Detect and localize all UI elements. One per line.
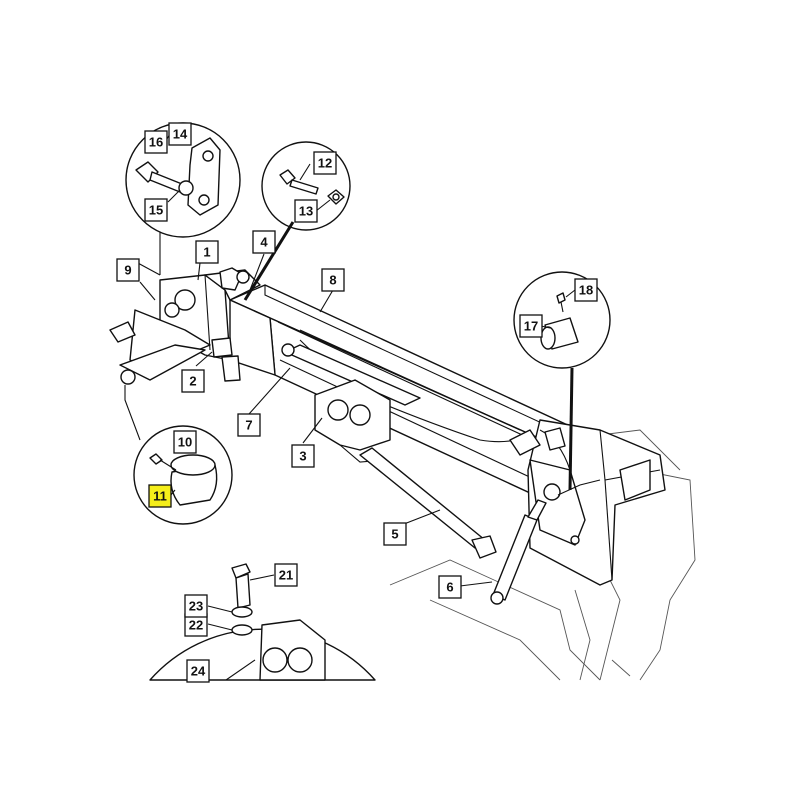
callout-label: 13 <box>299 204 313 219</box>
callout-5: 5 <box>383 522 407 546</box>
callout-21: 21 <box>274 563 298 587</box>
callout-label: 6 <box>446 580 453 595</box>
callout-11: 11 <box>148 484 172 508</box>
callout-12: 12 <box>313 151 337 175</box>
callout-label: 22 <box>189 618 203 633</box>
callout-label: 10 <box>178 435 192 450</box>
callout-label: 24 <box>191 664 206 679</box>
strut-5 <box>359 447 497 559</box>
plate-3 <box>314 379 391 463</box>
callout-label: 18 <box>579 283 593 298</box>
callout-7: 7 <box>237 413 261 437</box>
callout-13: 13 <box>294 199 318 223</box>
callout-label: 1 <box>203 245 210 260</box>
callout-label: 16 <box>149 135 163 150</box>
callout-23: 23 <box>184 594 208 618</box>
callout-8: 8 <box>321 268 345 292</box>
callout-label: 17 <box>524 319 538 334</box>
callout-label: 7 <box>245 418 252 433</box>
left-mount-bracket <box>109 267 261 385</box>
detail-bubble-14-16 <box>125 122 241 276</box>
callout-22: 22 <box>184 613 208 637</box>
detail-bubble-10-11 <box>124 385 233 525</box>
callout-1: 1 <box>195 240 219 264</box>
callout-10: 10 <box>173 430 197 454</box>
callout-3: 3 <box>291 444 315 468</box>
callout-label: 3 <box>299 449 306 464</box>
callout-label: 15 <box>149 203 163 218</box>
gas-spring-6 <box>490 499 547 605</box>
callout-label: 5 <box>391 527 398 542</box>
callout-label: 14 <box>173 127 188 142</box>
callout-label: 12 <box>318 156 332 171</box>
callout-15: 15 <box>144 198 168 222</box>
callout-label: 2 <box>189 374 196 389</box>
callout-2: 2 <box>181 369 205 393</box>
callout-9: 9 <box>116 258 140 282</box>
callout-label: 21 <box>279 568 293 583</box>
callout-label: 23 <box>189 599 203 614</box>
callout-label: 9 <box>124 263 131 278</box>
callout-24: 24 <box>186 659 210 683</box>
callout-4: 4 <box>252 230 276 254</box>
callout-6: 6 <box>438 575 462 599</box>
callout-17: 17 <box>519 314 543 338</box>
callout-18: 18 <box>574 278 598 302</box>
detail-bubble-21-24 <box>149 563 376 681</box>
callout-label: 4 <box>260 235 268 250</box>
callout-label: 11 <box>153 489 167 504</box>
callout-14: 14 <box>168 122 192 146</box>
callout-label: 8 <box>329 273 336 288</box>
callout-16: 16 <box>144 130 168 154</box>
